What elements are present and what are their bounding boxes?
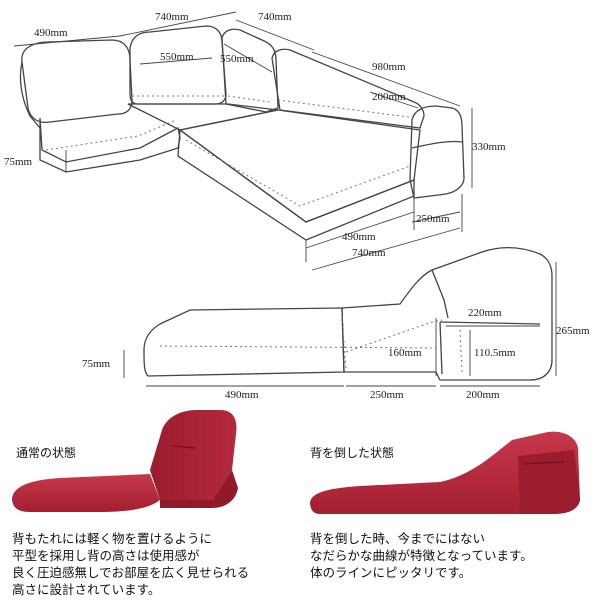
right-armrest: [409, 105, 465, 199]
reclined-line-1: 背を倒した時、今までにはない: [310, 531, 486, 546]
dim-740-bottom: 740mm: [352, 247, 386, 259]
side-back-wedge: [341, 247, 553, 381]
dim-200-top: 200mm: [372, 91, 406, 103]
dim-550-a: 550mm: [160, 51, 194, 63]
dim-490-bottom: 490mm: [342, 231, 376, 243]
normal-state-description: 背もたれには軽く物を置けるように 平型を採用し背の高さは使用感が 良く圧迫感無し…: [12, 530, 249, 598]
normal-line-3: 良く圧迫感無しでお部屋を広く見せられる: [12, 565, 250, 580]
dim-75-top: 75mm: [4, 156, 33, 168]
normal-line-1: 背もたれには軽く物を置けるように: [12, 531, 213, 546]
dim-250: 250mm: [416, 213, 450, 225]
side-dim-160: 160mm: [388, 347, 422, 359]
side-dim-110: 110.5mm: [474, 347, 516, 359]
corner-sofa-diagram: 490mm 740mm 740mm 550mm 550mm 980mm 200m…: [4, 11, 506, 271]
side-dim-250: 250mm: [370, 389, 404, 401]
side-profile-diagram: 75mm 160mm 220mm 110.5mm 265mm 490mm 250…: [82, 247, 590, 401]
reclined-line-3: 体のラインにピッタリです。: [310, 565, 472, 580]
side-dim-220: 220mm: [468, 307, 502, 319]
corner-back-cushion: [221, 28, 279, 113]
reclined-state-photo: [310, 431, 580, 514]
right-back-cushion: [271, 48, 425, 129]
normal-line-4: 高さに設計されています。: [12, 582, 161, 597]
reclined-state-description: 背を倒した時、今までにはない なだらかな曲線が特徴となっています。 体のラインに…: [310, 530, 533, 581]
reclined-line-2: なだらかな曲線が特徴となっています。: [310, 548, 533, 563]
side-dim-490: 490mm: [225, 389, 259, 401]
dim-550-b: 550mm: [220, 53, 254, 65]
normal-line-2: 平型を採用し背の高さは使用感が: [12, 548, 200, 563]
side-dim-265: 265mm: [556, 325, 590, 337]
side-dim-75: 75mm: [82, 358, 111, 370]
side-dim-200: 200mm: [466, 389, 500, 401]
dim-740-right: 740mm: [258, 11, 292, 23]
dim-330: 330mm: [472, 141, 506, 153]
dim-490-top: 490mm: [34, 27, 68, 39]
dim-740-top: 740mm: [155, 11, 189, 23]
normal-state-title: 通常の状態: [16, 446, 77, 460]
left-back-cushion: [21, 39, 133, 124]
dim-980: 980mm: [372, 61, 406, 73]
reclined-state-title: 背を倒した状態: [310, 446, 395, 460]
